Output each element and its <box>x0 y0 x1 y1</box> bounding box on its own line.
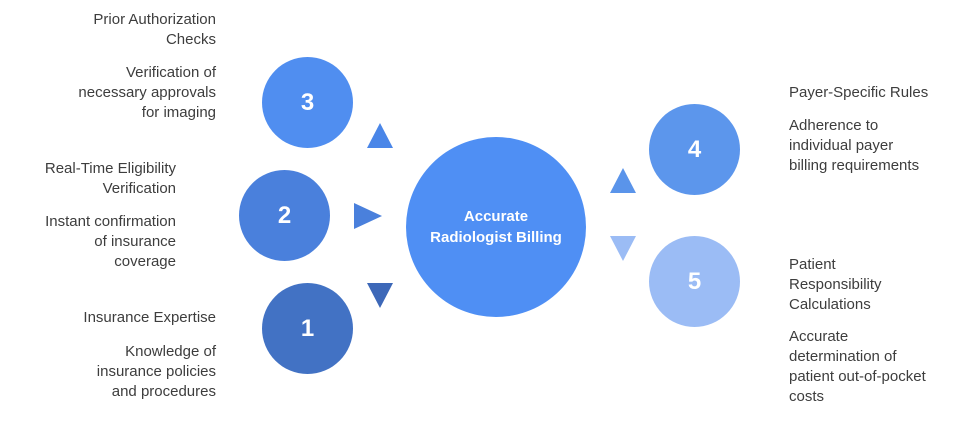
step-3-number: 3 <box>300 88 315 116</box>
step-5-title-line: Calculations <box>789 296 871 313</box>
step-1-desc-line: and procedures <box>111 383 216 400</box>
step-4-number: 4 <box>687 135 702 163</box>
step-5-circle: 5 <box>649 236 740 327</box>
step-4-desc-line: individual payer <box>789 137 894 154</box>
step-3-desc-line: Verification of <box>125 64 216 81</box>
step-2-title: Real-Time Eligibility Verification <box>45 159 176 199</box>
step-1-title-line: Insurance Expertise <box>83 309 216 326</box>
arrow-5-icon <box>610 236 636 261</box>
step-2-desc-line: coverage <box>114 253 176 270</box>
step-5-title: Patient Responsibility Calculations <box>789 255 882 315</box>
step-2-circle: 2 <box>239 170 330 261</box>
step-4-description: Adherence to individual payer billing re… <box>789 116 919 176</box>
step-3-title-line: Checks <box>165 31 216 48</box>
step-5-title-line: Patient <box>789 256 836 273</box>
step-4-desc-line: Adherence to <box>789 117 879 134</box>
step-3-title-line: Prior Authorization <box>93 11 216 28</box>
step-1-circle: 1 <box>262 283 353 374</box>
arrow-1-icon <box>367 283 393 308</box>
step-5-desc-line: determination of <box>789 348 897 365</box>
arrow-2-icon <box>354 203 382 229</box>
step-3-circle: 3 <box>262 57 353 148</box>
step-5-number: 5 <box>687 267 702 295</box>
arrow-3-icon <box>367 123 393 148</box>
center-label-line2: Radiologist Billing <box>430 229 562 246</box>
step-1-desc-line: insurance policies <box>96 363 216 380</box>
step-4-title: Payer-Specific Rules <box>789 83 928 103</box>
step-2-title-line: Real-Time Eligibility <box>44 160 176 177</box>
step-3-desc-line: for imaging <box>141 104 216 121</box>
step-1-description: Knowledge of insurance policies and proc… <box>97 342 216 402</box>
step-4-desc-line: billing requirements <box>789 157 920 174</box>
step-4-title-line: Payer-Specific Rules <box>789 84 929 101</box>
step-3-description: Verification of necessary approvals for … <box>78 63 216 123</box>
step-5-desc-line: Accurate <box>789 328 849 345</box>
step-5-title-line: Responsibility <box>789 276 882 293</box>
step-1-title: Insurance Expertise <box>83 308 216 328</box>
step-3-desc-line: necessary approvals <box>78 84 216 101</box>
step-5-desc-line: patient out-of-pocket <box>789 368 926 385</box>
step-2-title-line: Verification <box>102 180 176 197</box>
step-5-desc-line: costs <box>789 388 825 405</box>
step-2-desc-line: of insurance <box>94 233 176 250</box>
step-2-desc-line: Instant confirmation <box>45 213 176 230</box>
step-3-title: Prior Authorization Checks <box>93 10 216 50</box>
step-5-description: Accurate determination of patient out-of… <box>789 327 926 407</box>
center-circle: Accurate Radiologist Billing <box>406 137 586 317</box>
step-1-number: 1 <box>300 314 315 342</box>
step-1-desc-line: Knowledge of <box>125 343 216 360</box>
step-2-number: 2 <box>277 201 292 229</box>
arrow-4-icon <box>610 168 636 193</box>
step-2-description: Instant confirmation of insurance covera… <box>45 212 176 272</box>
center-label: Accurate Radiologist Billing <box>421 206 571 248</box>
center-label-line1: Accurate <box>463 208 529 225</box>
step-4-circle: 4 <box>649 104 740 195</box>
